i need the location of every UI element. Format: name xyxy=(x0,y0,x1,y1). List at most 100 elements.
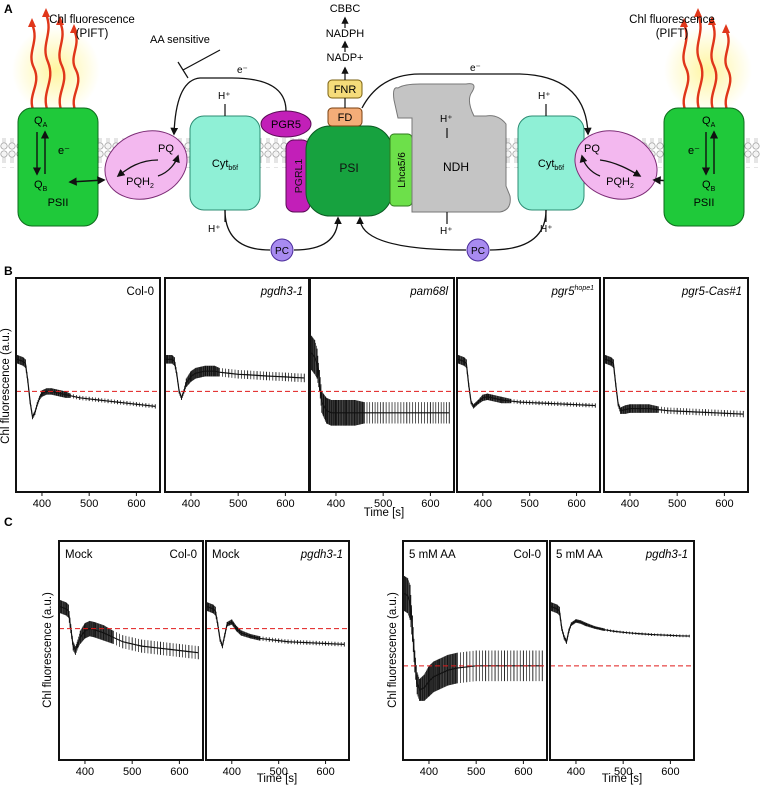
fluorescence-flame-left xyxy=(12,8,100,114)
chart-title: Col-0 xyxy=(514,549,541,561)
pift-right-line1: Chl fluorescence xyxy=(629,14,715,26)
pift-right-line2: (PIFT) xyxy=(656,28,689,40)
x-tick-label: 600 xyxy=(514,766,532,778)
x-tick-label: 400 xyxy=(327,498,345,510)
error-bars xyxy=(165,355,305,400)
series-line xyxy=(166,358,305,400)
x-tick-label: 400 xyxy=(474,498,492,510)
x-tick-label: 600 xyxy=(316,766,334,778)
svg-text:Cytb6f: Cytb6f xyxy=(538,158,564,172)
y-axis-label: Chl fluorescence (a.u.) xyxy=(387,592,399,708)
svg-text:Lhca5/6: Lhca5/6 xyxy=(397,152,408,188)
series-line xyxy=(17,358,156,419)
chart-4: 400 500 600 pgr5hope1 xyxy=(456,277,601,510)
error-bars xyxy=(206,602,345,649)
x-tick-label: 500 xyxy=(520,498,538,510)
x-tick-label: 600 xyxy=(127,498,145,510)
svg-text:H⁺: H⁺ xyxy=(540,224,553,235)
x-tick-label: 500 xyxy=(668,498,686,510)
x-tick-label: 400 xyxy=(567,766,585,778)
x-tick-label: 400 xyxy=(621,498,639,510)
x-tick-label: 400 xyxy=(182,498,200,510)
series-line xyxy=(458,358,596,408)
svg-text:H⁺: H⁺ xyxy=(208,224,221,235)
svg-text:e⁻: e⁻ xyxy=(470,63,481,74)
error-bars xyxy=(310,335,450,426)
pift-left-line2: (PIFT) xyxy=(76,28,109,40)
psi-complex: PSI Lhca5/6 xyxy=(305,125,413,217)
error-bars xyxy=(604,355,744,418)
pc-right: PC xyxy=(466,238,490,262)
svg-text:FD: FD xyxy=(338,112,353,124)
series-line xyxy=(310,352,450,414)
pgr5-pgrl1-complex: PGRL1 PGR5 xyxy=(260,110,312,213)
x-tick-label: 400 xyxy=(33,498,51,510)
chart-title: pgdh3-1 xyxy=(645,549,688,561)
x-tick-label: 500 xyxy=(374,498,392,510)
chart-title: pgr5hope1 xyxy=(551,285,595,298)
series-line xyxy=(551,606,690,644)
svg-text:NDH: NDH xyxy=(443,160,469,174)
svg-text:QB: QB xyxy=(702,179,716,193)
svg-text:PSI: PSI xyxy=(339,161,358,175)
chart-title: pam68l xyxy=(409,286,448,298)
pift-left-line1: Chl fluorescence xyxy=(49,14,135,26)
svg-text:NADPH: NADPH xyxy=(326,28,365,40)
svg-text:PC: PC xyxy=(275,246,289,257)
x-tick-label: 400 xyxy=(223,766,241,778)
pq-pool-left: PQ PQH2 xyxy=(68,130,188,200)
plot-frame xyxy=(603,277,749,493)
plot-frame xyxy=(402,540,548,761)
svg-text:QB: QB xyxy=(34,179,48,193)
y-axis-label: Chl fluorescence (a.u.) xyxy=(0,328,12,444)
x-axis-label: Time [s] xyxy=(364,507,404,519)
x-tick-label: 500 xyxy=(467,766,485,778)
svg-text:e⁻: e⁻ xyxy=(237,65,248,76)
svg-text:e⁻: e⁻ xyxy=(688,145,700,157)
x-tick-label: 400 xyxy=(76,766,94,778)
treatment-label: 5 mM AA xyxy=(556,549,603,561)
error-bars xyxy=(457,355,596,409)
x-tick-label: 600 xyxy=(170,766,188,778)
svg-text:H⁺: H⁺ xyxy=(538,91,551,102)
svg-text:QA: QA xyxy=(34,115,48,129)
chart-title: pgdh3-1 xyxy=(260,286,303,298)
chart-1: 400 500 600 Col-0 xyxy=(15,277,161,510)
svg-text:PGR5: PGR5 xyxy=(271,119,301,131)
svg-text:PSII: PSII xyxy=(48,197,69,209)
plot-frame xyxy=(549,540,695,761)
plot-frame xyxy=(58,540,204,761)
x-tick-label: 600 xyxy=(661,766,679,778)
x-tick-label: 500 xyxy=(229,498,247,510)
chart-title: Col-0 xyxy=(127,286,154,298)
x-tick-label: 600 xyxy=(567,498,585,510)
schematic-diagram: Chl fluorescence (PIFT) Chl fluorescence… xyxy=(0,3,760,262)
pc-left: PC xyxy=(270,238,294,262)
svg-text:H⁺: H⁺ xyxy=(440,226,453,237)
aa-sensitive-label: AA sensitive xyxy=(150,34,210,46)
chart-title: Col-0 xyxy=(170,549,197,561)
treatment-label: 5 mM AA xyxy=(409,549,456,561)
svg-text:PQ: PQ xyxy=(158,143,174,155)
svg-text:H⁺: H⁺ xyxy=(440,114,453,125)
fluorescence-flame-right xyxy=(664,8,752,114)
y-axis-label: Chl fluorescence (a.u.) xyxy=(42,592,54,708)
svg-text:H⁺: H⁺ xyxy=(218,91,231,102)
svg-text:NADP+: NADP+ xyxy=(327,52,364,64)
treatment-label: Mock xyxy=(212,549,240,561)
x-tick-label: 500 xyxy=(123,766,141,778)
treatment-label: Mock xyxy=(65,549,93,561)
panel-label-c: C xyxy=(4,515,13,529)
x-tick-label: 500 xyxy=(80,498,98,510)
error-bars xyxy=(403,576,543,701)
error-bars xyxy=(16,355,156,420)
svg-text:PQ: PQ xyxy=(584,143,600,155)
svg-text:PGRL1: PGRL1 xyxy=(293,159,305,194)
